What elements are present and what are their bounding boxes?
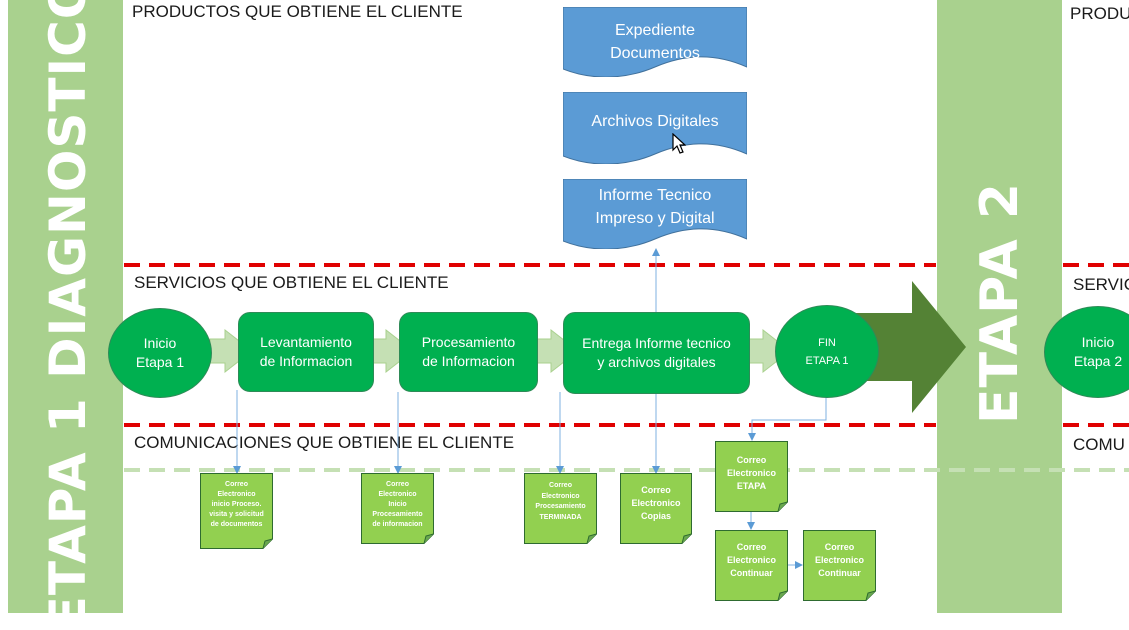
product-line2: Impreso y Digital [595,210,715,227]
next-start-line2: Etapa 2 [1073,353,1123,369]
connectors [233,248,827,569]
product-line1: Expediente [614,22,696,39]
section-dividers [124,263,1129,472]
communication-note-line: Correo [641,485,671,495]
communications-section-label: COMUNICACIONES QUE OBTIENE EL CLIENTE [134,433,515,452]
document-shape-icon [563,179,747,249]
communication-note-line: Electronico [631,498,681,508]
communication-note-line: Electronico [541,492,580,500]
process-step-line2: y archivos digitales [597,354,716,370]
communication-note-line: Electronico [726,468,776,478]
communication-note-line: Correo [386,481,409,488]
note-shape-icon [620,473,692,544]
document-shape-icon [563,7,747,77]
products-section-label: PRODUCTOS QUE OBTIENE EL CLIENTE [132,2,463,21]
services-section-label-right: SERVIC [1073,275,1129,294]
communication-note-line: Inicio [388,501,407,508]
end-node: FIN ETAPA 1 [775,305,879,398]
communication-note-line: Correo [549,482,572,489]
start-node-line1: Inicio [143,335,177,351]
communication-note-line: Correo [225,481,248,488]
communication-note-line: Copias [640,511,671,521]
communication-note-line: Electronico [217,491,256,498]
communication-note-line: Procesamiento [535,503,586,510]
communication-note-line: de documentos [210,521,263,528]
note-shape-icon [524,473,597,544]
communication-note-line: Electronico [378,491,417,498]
product-document: Archivos Digitales [563,92,747,164]
communication-note-line: Correo [824,542,855,552]
communication-note-line: Electronico [814,555,864,565]
stage2-band [937,0,1062,613]
process-step-line1: Procesamiento [421,334,516,350]
note-shape-icon [361,473,434,544]
product-line2: Documentos [610,45,700,62]
flow-arrows [209,281,966,413]
stage1-band [8,0,123,613]
communication-note-line: ETAPA [736,481,767,491]
process-step-line2: de Informacion [259,353,353,369]
process-step-line2: de Informacion [422,353,515,369]
connector-comm-5 [748,398,827,441]
communication-note-line: Electronico [726,555,776,565]
communication-note-line: Continuar [730,568,773,578]
start-node-line2: Etapa 1 [135,354,185,370]
communications-section-label-right: COMU [1073,435,1125,454]
communication-note-line: TERMINADA [539,513,582,521]
note-shape-icon [200,473,273,549]
end-node-line1: FIN [818,336,836,349]
communication-note-line: Correo [736,542,767,552]
communication-note-line: Correo [736,455,767,465]
mouse-cursor-icon [672,133,686,154]
communication-note-line: de informacion [372,521,423,528]
document-shape-icon [563,92,747,164]
note-shape-icon [803,530,876,601]
process-step: Entrega Informe tecnico y archivos digita… [563,312,750,394]
product-line1: Archivos Digitales [591,112,719,130]
process-step: Procesamiento de Informacion [399,312,538,392]
process-step: Levantamiento de Informacion [238,312,374,392]
communication-note-line: inicio Proceso. [211,501,262,508]
communication-note-line: visita y solicitud [209,511,264,518]
product-line1: Informe Tecnico [598,187,712,204]
end-node-line2: ETAPA 1 [805,354,849,367]
process-step-line1: Entrega Informe tecnico [582,335,731,351]
next-start-line1: Inicio [1081,334,1115,350]
note-shape-icon [715,441,788,512]
communication-note-line: Continuar [818,568,861,578]
note-shape-icon [715,530,788,601]
big-next-stage-arrow-icon [855,281,966,413]
product-text: Archivos Digitales [591,110,718,133]
services-section-label: SERVICIOS QUE OBTIENE EL CLIENTE [134,273,449,292]
process-step-line1: Levantamiento [260,334,352,350]
communication-note-line: Procesamiento [372,511,423,518]
products-section-label-right: PRODU [1070,4,1129,23]
